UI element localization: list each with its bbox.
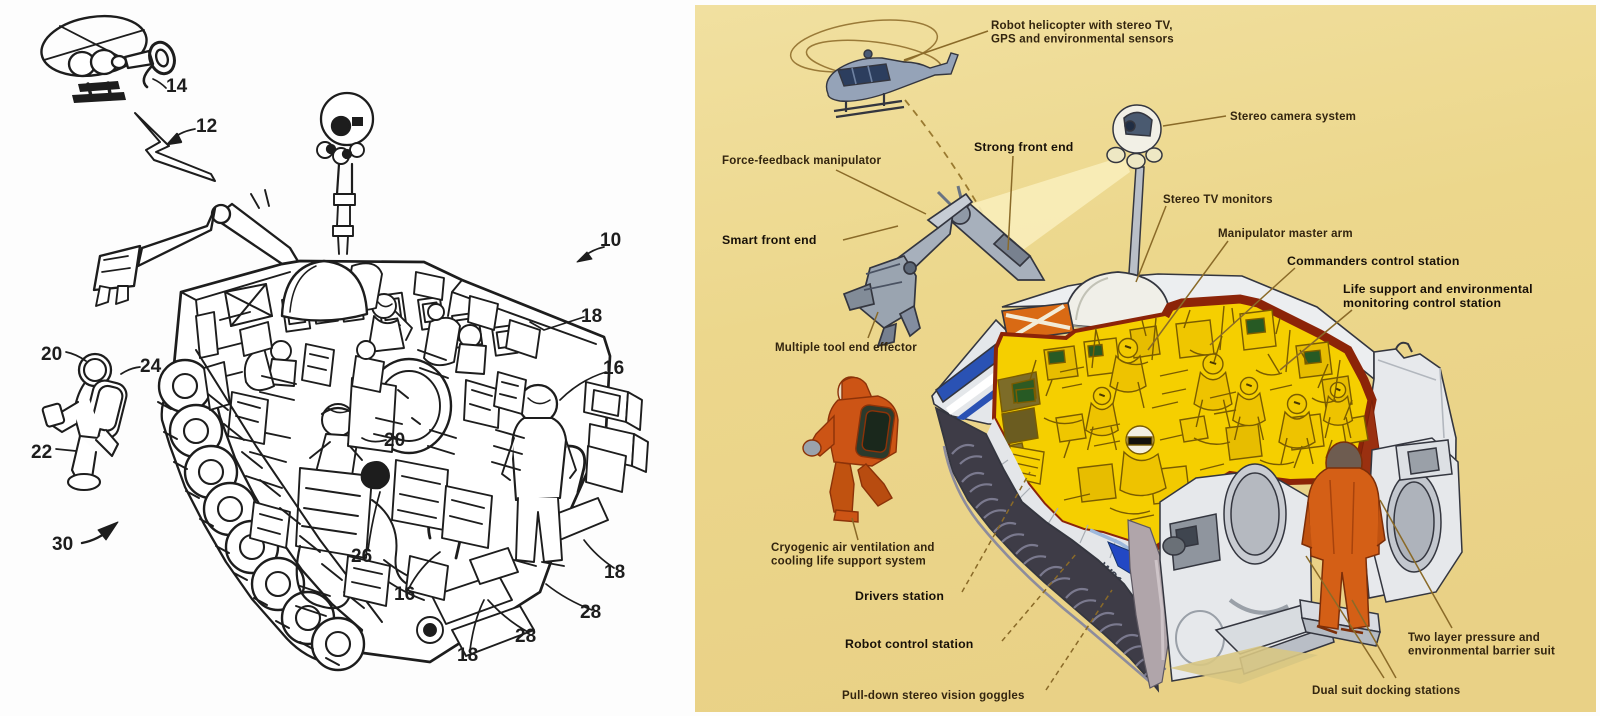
- svg-text:16: 16: [394, 584, 415, 605]
- svg-text:10: 10: [600, 230, 621, 251]
- svg-text:28: 28: [515, 626, 536, 647]
- svg-text:18: 18: [604, 562, 625, 583]
- svg-text:Pull-down stereo vision goggle: Pull-down stereo vision goggles: [842, 690, 1025, 702]
- svg-text:18: 18: [581, 306, 602, 327]
- svg-text:16: 16: [603, 358, 624, 379]
- svg-text:Life support and environmental: Life support and environmental monitorin…: [1343, 282, 1536, 310]
- svg-text:22: 22: [31, 442, 52, 463]
- svg-text:Dual suit docking stations: Dual suit docking stations: [1312, 685, 1460, 697]
- svg-text:20: 20: [41, 344, 62, 365]
- svg-text:24: 24: [140, 356, 162, 377]
- svg-text:Smart front end: Smart front end: [722, 233, 817, 247]
- svg-text:Multiple tool end effector: Multiple tool end effector: [775, 342, 917, 354]
- svg-text:Robot control station: Robot control station: [845, 637, 974, 651]
- svg-text:18: 18: [457, 645, 478, 666]
- svg-text:28: 28: [580, 602, 601, 623]
- svg-text:30: 30: [52, 534, 73, 555]
- svg-text:Stereo camera system: Stereo camera system: [1230, 111, 1356, 123]
- svg-text:26: 26: [351, 546, 372, 567]
- svg-text:Commanders control station: Commanders control station: [1287, 254, 1460, 268]
- svg-text:Robot helicopter with stereo T: Robot helicopter with stereo TV, GPS and…: [991, 20, 1176, 45]
- svg-text:Stereo TV monitors: Stereo TV monitors: [1163, 194, 1273, 206]
- svg-text:Drivers station: Drivers station: [855, 589, 944, 603]
- svg-text:20: 20: [384, 430, 405, 451]
- svg-text:12: 12: [196, 116, 217, 137]
- svg-text:Strong front end: Strong front end: [974, 140, 1074, 154]
- svg-text:Cryogenic air ventilation and: Cryogenic air ventilation and cooling li…: [771, 542, 938, 567]
- svg-text:14: 14: [166, 76, 188, 97]
- svg-text:Manipulator master arm: Manipulator master arm: [1218, 228, 1353, 240]
- svg-text:Force-feedback manipulator: Force-feedback manipulator: [722, 155, 882, 167]
- svg-text:Two layer pressure and environ: Two layer pressure and environmental bar…: [1408, 632, 1555, 657]
